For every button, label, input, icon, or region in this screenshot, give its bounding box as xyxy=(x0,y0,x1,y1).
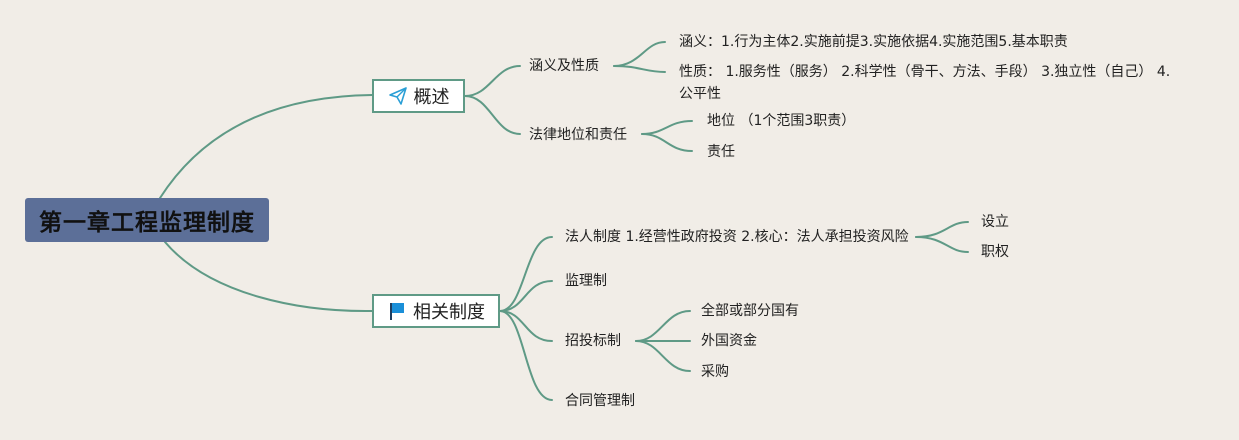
link-related-supervision xyxy=(499,280,553,312)
leaf-meaning-definition[interactable]: 涵义：1.行为主体2.实施前提3.实施依据4.实施范围5.基本职责 xyxy=(679,34,1068,50)
paper-plane-icon xyxy=(388,86,408,106)
leaf-legal-status[interactable]: 地位 （1个范围3职责） xyxy=(707,113,856,129)
leaf-bidding-state[interactable]: 全部或部分国有 xyxy=(701,303,799,319)
link-meaning-nature xyxy=(613,65,666,73)
link-meaning-def xyxy=(613,41,666,67)
link-legal-status xyxy=(641,120,693,135)
subtopic-contract[interactable]: 合同管理制 xyxy=(565,393,635,409)
topic-related-label: 相关制度 xyxy=(413,302,485,323)
leaf-bidding-foreign[interactable]: 外国资金 xyxy=(701,333,757,349)
topic-related[interactable]: 相关制度 xyxy=(372,294,500,328)
leaf-legal-person-power[interactable]: 职权 xyxy=(981,244,1009,260)
link-related-contract xyxy=(499,310,553,401)
link-legalperson-setup xyxy=(915,221,969,238)
leaf-legal-person-setup[interactable]: 设立 xyxy=(981,214,1009,230)
leaf-bidding-purchase[interactable]: 采购 xyxy=(701,364,729,380)
subtopic-legal-person[interactable]: 法人制度 1.经营性政府投资 2.核心：法人承担投资风险 xyxy=(565,229,909,245)
topic-overview-label: 概述 xyxy=(413,87,450,108)
link-related-legalperson xyxy=(499,236,553,312)
root-topic[interactable]: 第一章工程监理制度 xyxy=(25,198,269,242)
leaf-meaning-nature[interactable]: 性质： 1.服务性（服务） 2.科学性（骨干、方法、手段） 3.独立性（自己） … xyxy=(679,64,1171,102)
subtopic-bidding[interactable]: 招投标制 xyxy=(565,333,621,349)
link-bidding-state xyxy=(635,310,691,342)
link-legal-duty xyxy=(641,133,693,152)
flag-icon xyxy=(387,301,407,321)
link-overview-meaning xyxy=(464,65,521,97)
link-overview-legal xyxy=(464,95,521,135)
link-bidding-purchase xyxy=(635,340,691,372)
subtopic-supervision[interactable]: 监理制 xyxy=(565,273,607,289)
topic-overview[interactable]: 概述 xyxy=(372,79,465,113)
subtopic-meaning[interactable]: 涵义及性质 xyxy=(529,58,599,74)
link-related-bidding xyxy=(499,310,553,342)
link-root-overview xyxy=(159,94,373,199)
link-root-related xyxy=(164,241,373,313)
leaf-legal-duty[interactable]: 责任 xyxy=(707,144,735,160)
root-topic-label: 第一章工程监理制度 xyxy=(39,210,255,236)
link-legalperson-power xyxy=(915,236,969,253)
subtopic-legal[interactable]: 法律地位和责任 xyxy=(529,127,627,143)
